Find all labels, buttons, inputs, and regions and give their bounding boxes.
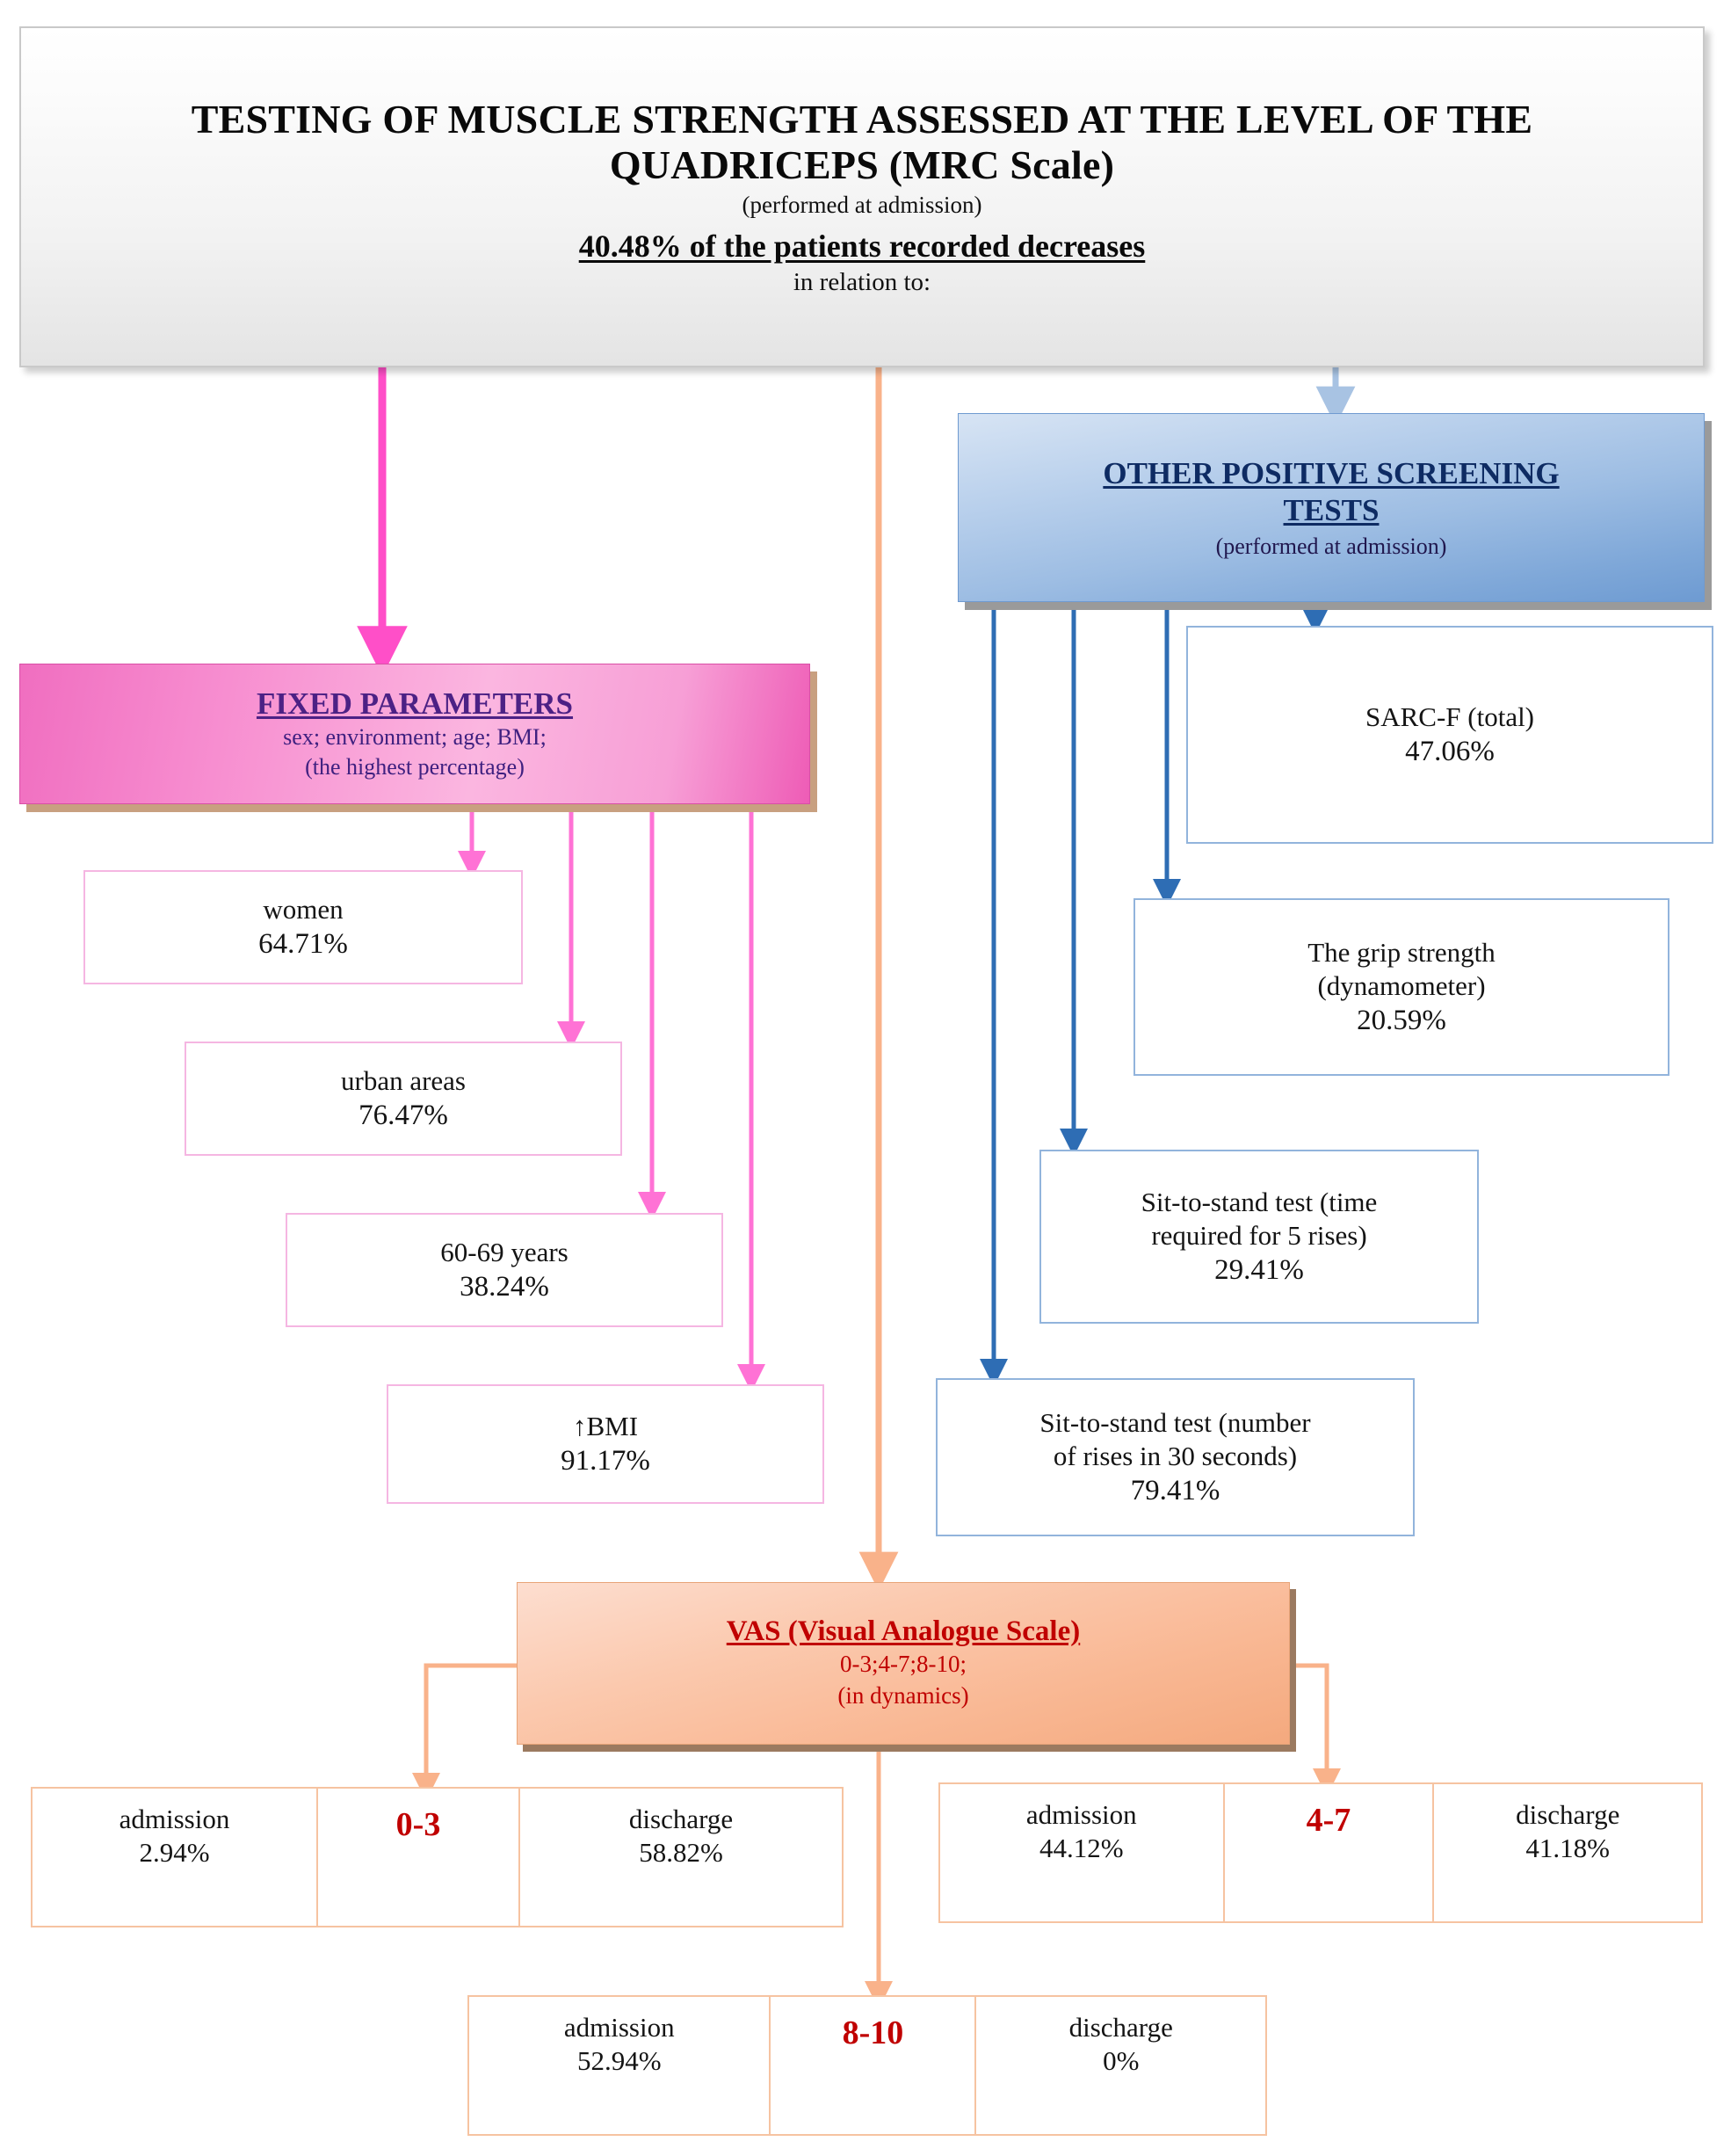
leaf-value: 91.17% bbox=[561, 1444, 650, 1477]
vas-discharge-cell: discharge 0% bbox=[976, 1997, 1265, 2134]
arrow-vas-to-group-4-7 bbox=[1290, 1663, 1342, 1797]
screening-test-item-sit-to-stand-5-rises: Sit-to-stand test (time required for 5 r… bbox=[1039, 1150, 1479, 1324]
fixed-parameters-subtitle-1: sex; environment; age; BMI; bbox=[283, 723, 547, 750]
vas-group-0-3: admission 2.94% 0-3 discharge 58.82% bbox=[31, 1787, 844, 1927]
vas-admission-label: admission bbox=[563, 2012, 675, 2043]
screening-tests-subtitle: (performed at admission) bbox=[1215, 533, 1447, 559]
leaf-label-line-2: required for 5 rises) bbox=[1151, 1219, 1367, 1251]
vas-admission-value: 52.94% bbox=[576, 2045, 662, 2077]
leaf-value: 79.41% bbox=[1130, 1474, 1220, 1506]
leaf-value: 47.06% bbox=[1405, 735, 1495, 767]
screening-tests-title-line-1: OTHER POSITIVE SCREENING bbox=[1103, 456, 1560, 491]
vas-box: VAS (Visual Analogue Scale) 0-3;4-7;8-10… bbox=[517, 1582, 1290, 1745]
screening-test-item-grip-strength: The grip strength (dynamometer) 20.59% bbox=[1133, 898, 1669, 1076]
fixed-parameters-box: FIXED PARAMETERS sex; environment; age; … bbox=[19, 664, 810, 804]
vas-score-label: 4-7 bbox=[1306, 1802, 1351, 1839]
screening-test-item-sarc-f: SARC-F (total) 47.06% bbox=[1186, 626, 1713, 844]
leaf-label: ↑BMI bbox=[572, 1410, 639, 1441]
vas-group-4-7: admission 44.12% 4-7 discharge 41.18% bbox=[938, 1782, 1703, 1923]
leaf-value: 29.41% bbox=[1214, 1253, 1304, 1286]
vas-score-label: 8-10 bbox=[842, 2014, 904, 2051]
fixed-parameter-item-age: 60-69 years 38.24% bbox=[286, 1213, 723, 1327]
vas-group-8-10: admission 52.94% 8-10 discharge 0% bbox=[467, 1995, 1267, 2136]
vas-discharge-cell: discharge 41.18% bbox=[1434, 1784, 1701, 1921]
header-title: TESTING OF MUSCLE STRENGTH ASSESSED AT T… bbox=[191, 97, 1533, 187]
fixed-parameters-title: FIXED PARAMETERS bbox=[256, 686, 574, 721]
vas-discharge-value: 41.18% bbox=[1525, 1833, 1610, 1864]
leaf-label: women bbox=[263, 893, 344, 925]
leaf-label-line-2: of rises in 30 seconds) bbox=[1053, 1440, 1298, 1471]
vas-admission-cell: admission 52.94% bbox=[469, 1997, 771, 2134]
vas-discharge-label: discharge bbox=[1068, 2012, 1173, 2043]
header-box: TESTING OF MUSCLE STRENGTH ASSESSED AT T… bbox=[19, 26, 1705, 367]
leaf-label: SARC-F (total) bbox=[1365, 701, 1535, 732]
vas-admission-label: admission bbox=[1025, 1799, 1137, 1830]
vas-discharge-value: 58.82% bbox=[639, 1837, 723, 1869]
header-subtitle: (performed at admission) bbox=[742, 191, 982, 218]
vas-subtitle-1: 0-3;4-7;8-10; bbox=[840, 1650, 967, 1677]
leaf-label-line-1: Sit-to-stand test (time bbox=[1141, 1187, 1378, 1218]
leaf-value: 38.24% bbox=[460, 1270, 549, 1303]
leaf-value: 76.47% bbox=[359, 1099, 448, 1131]
vas-admission-label: admission bbox=[119, 1804, 230, 1834]
leaf-value: 64.71% bbox=[258, 927, 348, 960]
fixed-parameter-item-urban-areas: urban areas 76.47% bbox=[185, 1042, 622, 1156]
vas-score-cell: 4-7 bbox=[1225, 1784, 1435, 1921]
leaf-value: 20.59% bbox=[1357, 1004, 1446, 1036]
vas-admission-cell: admission 2.94% bbox=[33, 1789, 318, 1926]
header-relation-label: in relation to: bbox=[793, 267, 931, 296]
leaf-label-line-2: (dynamometer) bbox=[1317, 969, 1486, 1001]
vas-admission-value: 2.94% bbox=[139, 1837, 210, 1869]
vas-admission-cell: admission 44.12% bbox=[940, 1784, 1225, 1921]
vas-discharge-cell: discharge 58.82% bbox=[520, 1789, 842, 1926]
screening-test-item-sit-to-stand-30-seconds: Sit-to-stand test (number of rises in 30… bbox=[936, 1378, 1415, 1536]
screening-tests-box: OTHER POSITIVE SCREENING TESTS (performe… bbox=[958, 413, 1705, 602]
screening-tests-title-line-2: TESTS bbox=[1283, 492, 1380, 527]
fixed-parameter-item-women: women 64.71% bbox=[83, 870, 523, 984]
vas-admission-value: 44.12% bbox=[1039, 1833, 1124, 1864]
vas-score-cell: 8-10 bbox=[771, 1997, 977, 2134]
leaf-label: 60-69 years bbox=[440, 1236, 569, 1267]
header-statistic: 40.48% of the patients recorded decrease… bbox=[578, 228, 1146, 264]
vas-score-label: 0-3 bbox=[395, 1806, 441, 1843]
vas-discharge-label: discharge bbox=[1516, 1799, 1620, 1830]
leaf-label: urban areas bbox=[341, 1064, 466, 1096]
vas-subtitle-2: (in dynamics) bbox=[837, 1682, 969, 1709]
vas-discharge-label: discharge bbox=[628, 1804, 734, 1834]
leaf-label-line-1: Sit-to-stand test (number bbox=[1039, 1407, 1311, 1439]
leaf-label-line-1: The grip strength bbox=[1307, 937, 1496, 969]
vas-score-cell: 0-3 bbox=[318, 1789, 520, 1926]
arrow-vas-to-group-0-3 bbox=[412, 1663, 517, 1801]
fixed-parameter-item-bmi: ↑BMI 91.17% bbox=[387, 1384, 824, 1504]
fixed-parameters-subtitle-2: (the highest percentage) bbox=[305, 754, 525, 780]
vas-discharge-value: 0% bbox=[1103, 2045, 1140, 2077]
vas-title: VAS (Visual Analogue Scale) bbox=[726, 1615, 1081, 1647]
